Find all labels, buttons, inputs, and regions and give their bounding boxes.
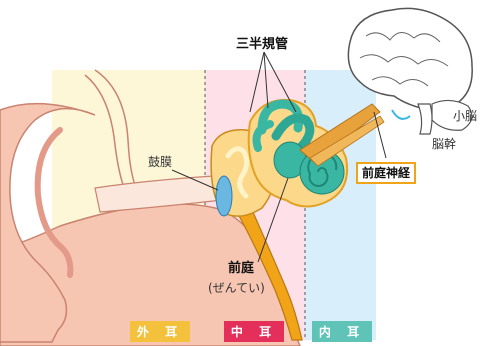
- vestibule-label: 前庭: [228, 262, 254, 275]
- brainstem-label: 脳幹: [432, 138, 456, 150]
- brainstem: [418, 104, 432, 134]
- inner-ear-tag-label: 内 耳: [319, 323, 365, 340]
- brain-connector: [392, 110, 410, 119]
- outer-ear-tag: 外 耳: [130, 321, 190, 342]
- inner-ear-tag: 内 耳: [312, 321, 372, 342]
- eardrum: [216, 176, 232, 216]
- vestibule-reading-label: (ぜんてい): [208, 282, 265, 294]
- semicircular-canals-label: 三半規管: [236, 38, 288, 51]
- middle-ear-tag: 中 耳: [224, 321, 284, 342]
- eardrum-label: 鼓膜: [148, 156, 172, 168]
- outer-ear-tag-label: 外 耳: [137, 323, 183, 340]
- cerebellum-label: 小脳: [453, 110, 477, 122]
- middle-ear-tag-label: 中 耳: [231, 323, 277, 340]
- vestibular-nerve-label: 前庭神経: [356, 162, 416, 184]
